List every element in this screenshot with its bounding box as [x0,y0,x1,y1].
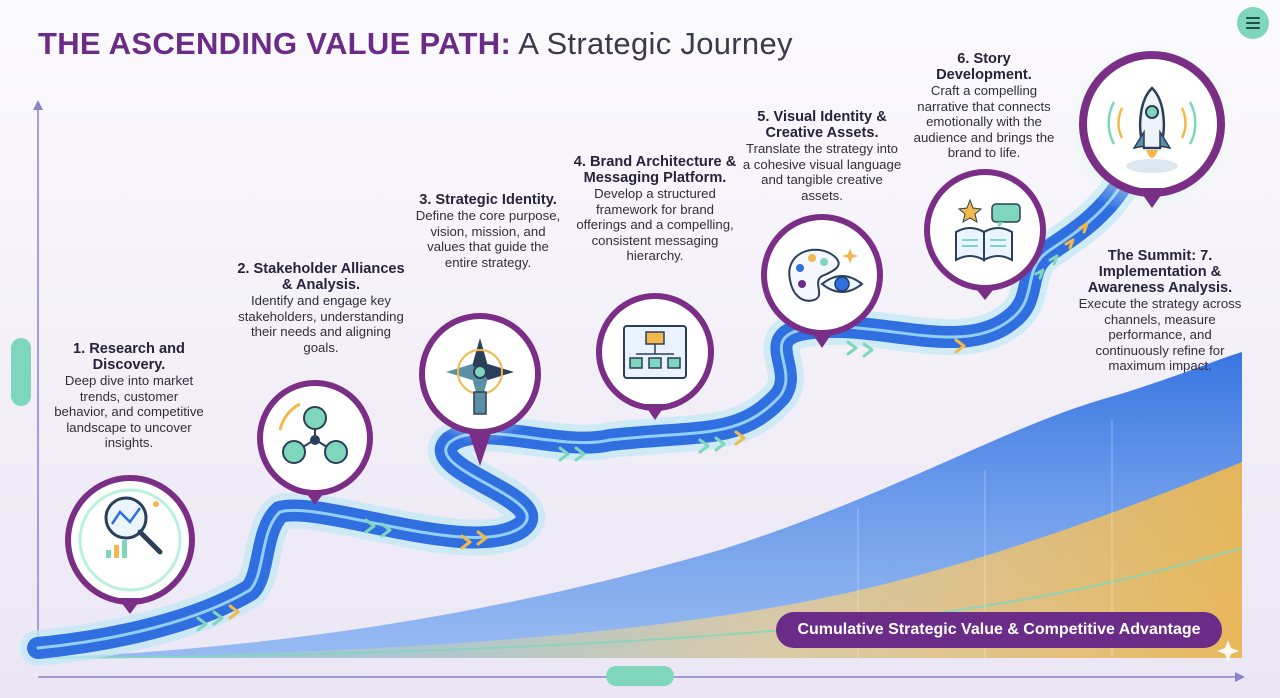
pin-stakeholder-alliances [257,380,373,505]
page-title: THE ASCENDING VALUE PATH: A Strategic Jo… [38,26,793,62]
pin-story-development [924,169,1046,300]
step-5-desc: Translate the strategy into a cohesive v… [742,141,902,203]
step-2-label: 2. Stakeholder Alliances & Analysis. Ide… [236,261,406,355]
step-4-head: 4. Brand Architecture & Messaging Platfo… [573,154,737,186]
cumulative-value-badge: Cumulative Strategic Value & Competitive… [776,612,1222,648]
compass-icon [446,338,514,415]
pin-strategic-identity [416,313,544,466]
step-6-head: 6. Story Development. [936,51,1032,83]
step-5-head: 5. Visual Identity & Creative Assets. [757,109,887,141]
pin-research-discovery [65,475,195,614]
step-3-desc: Define the core purpose, vision, mission… [415,208,561,270]
path-chevrons [196,222,1089,632]
architecture-blueprint-icon [623,325,687,379]
step-5-label: 5. Visual Identity & Creative Assets. Tr… [742,109,902,203]
step-1-head: 1. Research and Discovery. [73,341,185,373]
step-6-desc: Craft a compelling narrative that connec… [913,83,1055,160]
step-7-head: The Summit: 7. Implementation & Awarenes… [1087,248,1233,296]
step-2-desc: Identify and engage key stakeholders, un… [238,293,404,355]
step-1-desc: Deep dive into market trends, customer b… [54,373,204,450]
vertical-scroll-handle[interactable] [11,338,31,406]
sparkle-icon [1217,640,1239,662]
title-rest: A Strategic Journey [511,26,793,61]
gold-value-band [38,462,1242,658]
pin-summit [1060,38,1240,218]
rocket-icon [1107,86,1197,173]
step-1-label: 1. Research and Discovery. Deep dive int… [54,341,204,451]
palette-eye-icon [788,248,864,302]
step-6-label: 6. Story Development. Craft a compelling… [908,51,1060,161]
step-7-label: The Summit: 7. Implementation & Awarenes… [1072,248,1248,374]
step-3-head: 3. Strategic Identity. [419,192,557,208]
book-story-icon [955,198,1021,262]
step-3-label: 3. Strategic Identity. Define the core p… [414,192,562,270]
pin-visual-identity [761,214,883,348]
step-4-desc: Develop a structured framework for brand… [576,186,734,263]
step-7-desc: Execute the strategy across channels, me… [1078,296,1242,373]
pin-brand-architecture [596,293,714,420]
step-2-head: 2. Stakeholder Alliances & Analysis. [237,261,405,293]
step-4-label: 4. Brand Architecture & Messaging Platfo… [572,154,738,264]
menu-icon [1246,17,1260,19]
magnifier-chart-icon [104,496,163,558]
horizontal-scroll-handle[interactable] [606,666,674,686]
menu-button[interactable] [1237,7,1269,39]
stakeholders-network-icon [278,402,348,464]
title-bold: THE ASCENDING VALUE PATH: [38,26,512,61]
